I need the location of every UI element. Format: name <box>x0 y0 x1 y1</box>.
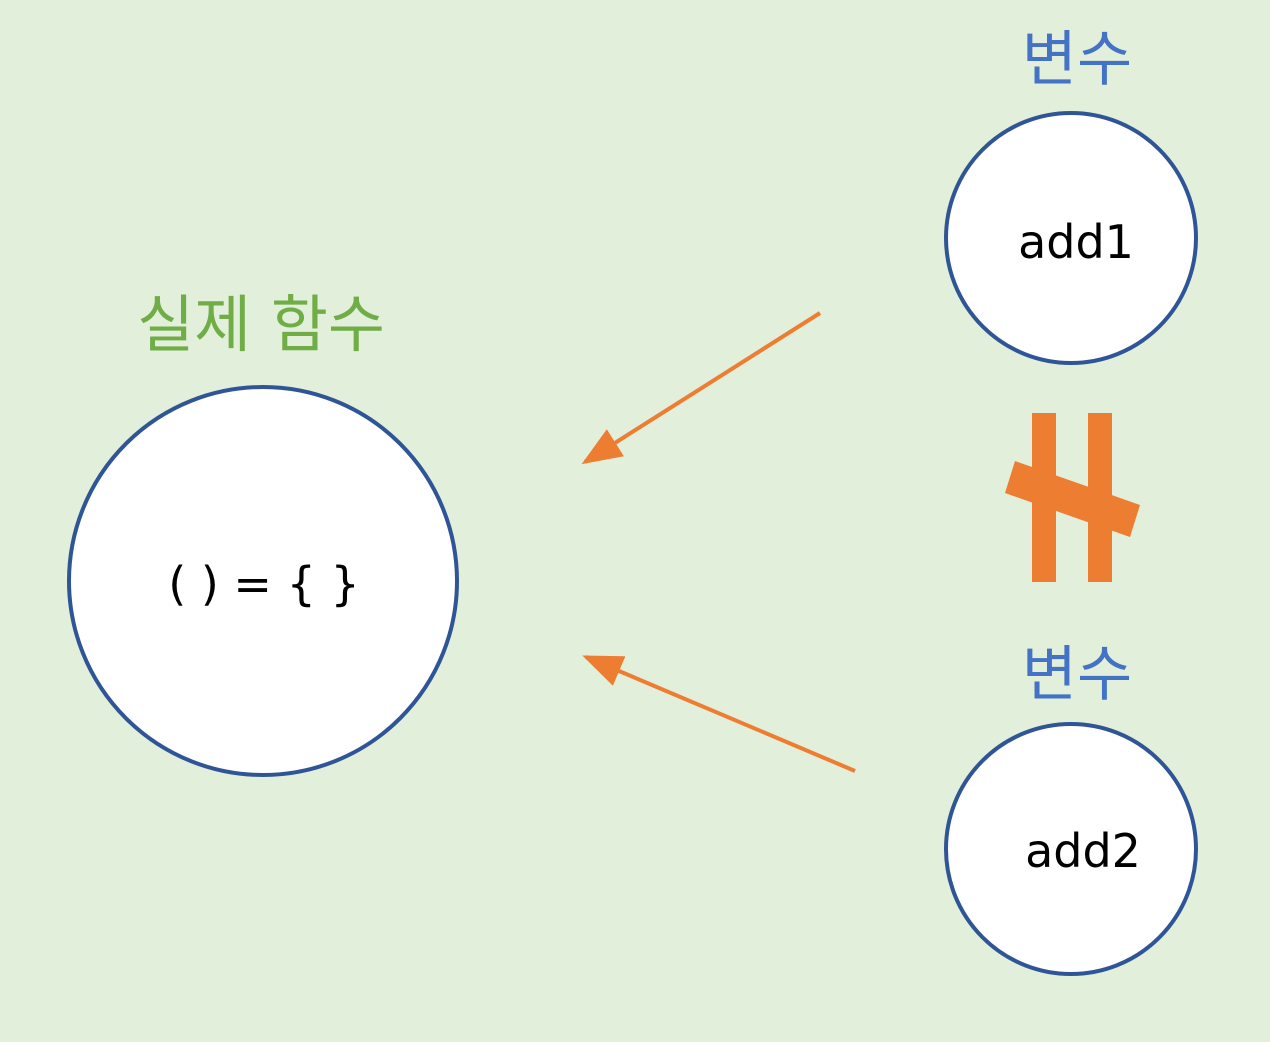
variable-title-add2: 변수 <box>1021 640 1133 710</box>
not-equal-icon <box>1005 413 1140 582</box>
variable-node-circle-add2 <box>944 722 1198 976</box>
function-node-circle <box>67 385 459 777</box>
arrow-add2-to-function <box>582 655 856 773</box>
variable-title-add1: 변수 <box>1021 25 1133 95</box>
function-body-text: ( ) = { } <box>168 557 360 611</box>
variable-name-add1: add1 <box>1018 215 1134 269</box>
function-title: 실제 함수 <box>137 288 385 361</box>
variable-node-circle-add1 <box>944 111 1198 365</box>
arrow-add1-to-function <box>581 311 822 465</box>
variable-name-add2: add2 <box>1025 824 1141 878</box>
